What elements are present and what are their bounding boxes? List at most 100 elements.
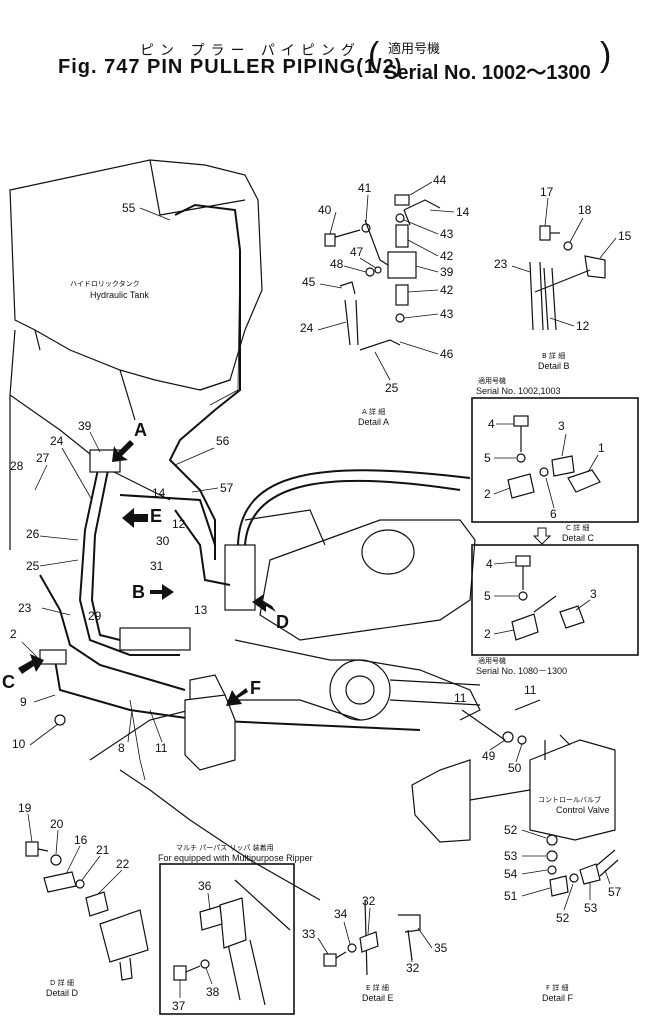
label-14-main: 14 (152, 486, 166, 500)
detail-d-fitting-22 (85, 891, 109, 917)
detail-d-bolt-19 (25, 841, 39, 857)
view-letter-b: B (132, 582, 145, 602)
tank-top-edge (149, 159, 246, 216)
hydraulic-tank-jp: ハイドロリックタンク (70, 279, 140, 288)
view-arrow-c (18, 654, 44, 674)
serial-japanese: 適用号機 (388, 42, 441, 57)
label-21-d: 21 (96, 843, 110, 857)
detail-a-fitting-25 (359, 339, 401, 351)
detail-f-nut-53 (546, 850, 558, 862)
detail-a-oring-47 (374, 266, 382, 274)
label-53b-f: 53 (584, 901, 598, 915)
bolt-10 (54, 714, 66, 726)
label-24-main: 24 (50, 434, 64, 448)
view-arrow-e (122, 508, 148, 528)
manifold-block (119, 627, 191, 651)
label-50-f: 50 (508, 761, 522, 775)
detail-f-jp: F 詳 細 (546, 983, 568, 992)
detail-c-lower-box (471, 544, 639, 656)
detail-a-cap (394, 194, 410, 206)
cylinder-end (361, 529, 415, 575)
c1-elbow-3 (551, 455, 575, 477)
shaft-hub (329, 659, 391, 721)
label-31-main: 31 (150, 559, 164, 573)
detail-d-valve (99, 909, 149, 963)
control-valve-jp: コントロールバルブ (538, 795, 601, 804)
detail-d-caption: Detail D (46, 988, 79, 998)
detail-f-control-valve (529, 739, 616, 841)
tank-return-pipe (168, 203, 241, 560)
detail-a-valve-block (387, 251, 417, 279)
view-arrow-b (150, 584, 174, 600)
label-4-c1: 4 (488, 417, 495, 431)
tank-pipe-inner (209, 249, 241, 406)
detail-f-valve-top (544, 734, 571, 760)
label-18-b: 18 (578, 203, 592, 217)
label-19-d: 19 (18, 801, 32, 815)
label-8-main: 8 (118, 741, 125, 755)
c2-fitting-3 (559, 605, 585, 629)
detail-d-oring-21 (75, 879, 85, 889)
detail-f-hose-11a (461, 709, 506, 741)
detail-d-washer-20 (50, 854, 62, 866)
detail-b-pipe-right (543, 267, 557, 331)
ripper-washer-38 (200, 959, 210, 969)
shaft-hub-inner (345, 675, 375, 705)
detail-a-fitting-top (395, 224, 409, 248)
view-letter-f: F (250, 678, 261, 698)
label-37-r: 37 (172, 999, 186, 1013)
detail-c-caption: Detail C (562, 533, 595, 543)
detail-e-clamp (359, 931, 379, 953)
cylinder-mount (244, 509, 326, 546)
detail-b-bolt-head (539, 225, 551, 241)
label-16-d: 16 (74, 833, 88, 847)
label-25-main: 25 (26, 559, 40, 573)
label-32-e: 32 (362, 894, 376, 908)
hydraulic-tank-label: Hydraulic Tank (90, 290, 149, 300)
label-46-a: 46 (440, 347, 454, 361)
label-11-main: 11 (155, 741, 168, 755)
c1-fitting-1 (567, 469, 601, 493)
label-38-r: 38 (206, 985, 220, 999)
view-arrow-f (226, 688, 248, 706)
ripper-frame-top (234, 879, 291, 931)
detail-b-pipe-left2 (539, 261, 544, 331)
label-36-r: 36 (198, 879, 212, 893)
detail-b-washer-18 (563, 241, 573, 251)
serial-c1: Serial No. 1002,1003 (476, 386, 561, 396)
hose-left-vertical-2 (90, 459, 181, 647)
label-3-c1: 3 (558, 419, 565, 433)
label-32b-e: 32 (406, 961, 420, 975)
ripper-label: For equipped with Multipurpose Ripper (158, 853, 313, 863)
c1-washer-5 (516, 453, 526, 463)
label-13-main: 13 (194, 603, 208, 617)
detail-e: 33 34 32 35 32 E 詳 細 Detail E (302, 894, 448, 1003)
label-43-a: 43 (440, 227, 454, 241)
label-2-c1: 2 (484, 487, 491, 501)
left-paren: ( (368, 36, 380, 74)
label-43b-a: 43 (440, 307, 454, 321)
view-letter-e: E (150, 506, 162, 526)
label-5-c1: 5 (484, 451, 491, 465)
label-20-d: 20 (50, 817, 64, 831)
label-3-c2: 3 (590, 587, 597, 601)
pipe-12 (174, 509, 231, 586)
detail-f-oring-50 (517, 735, 527, 745)
c2-washer-5 (518, 591, 528, 601)
shaft-line (389, 679, 481, 706)
detail-e-bolt-33 (323, 953, 337, 967)
detail-a-washer-48 (365, 267, 375, 277)
detail-a: 41 44 40 14 43 47 42 48 39 45 42 43 24 4… (300, 173, 470, 427)
detail-b-caption: Detail B (538, 361, 570, 371)
pipe-lower (54, 659, 421, 731)
detail-d-jp: D 詳 細 (50, 978, 74, 987)
label-48-a: 48 (330, 257, 344, 271)
label-2-c2: 2 (484, 627, 491, 641)
label-4-c2: 4 (486, 557, 493, 571)
label-49-f: 49 (482, 749, 496, 763)
detail-b-jp: B 詳 細 (542, 351, 565, 360)
label-57-f: 57 (608, 885, 622, 899)
detail-e-jp: E 詳 細 (366, 983, 389, 992)
detail-e-washer-34 (347, 943, 357, 953)
